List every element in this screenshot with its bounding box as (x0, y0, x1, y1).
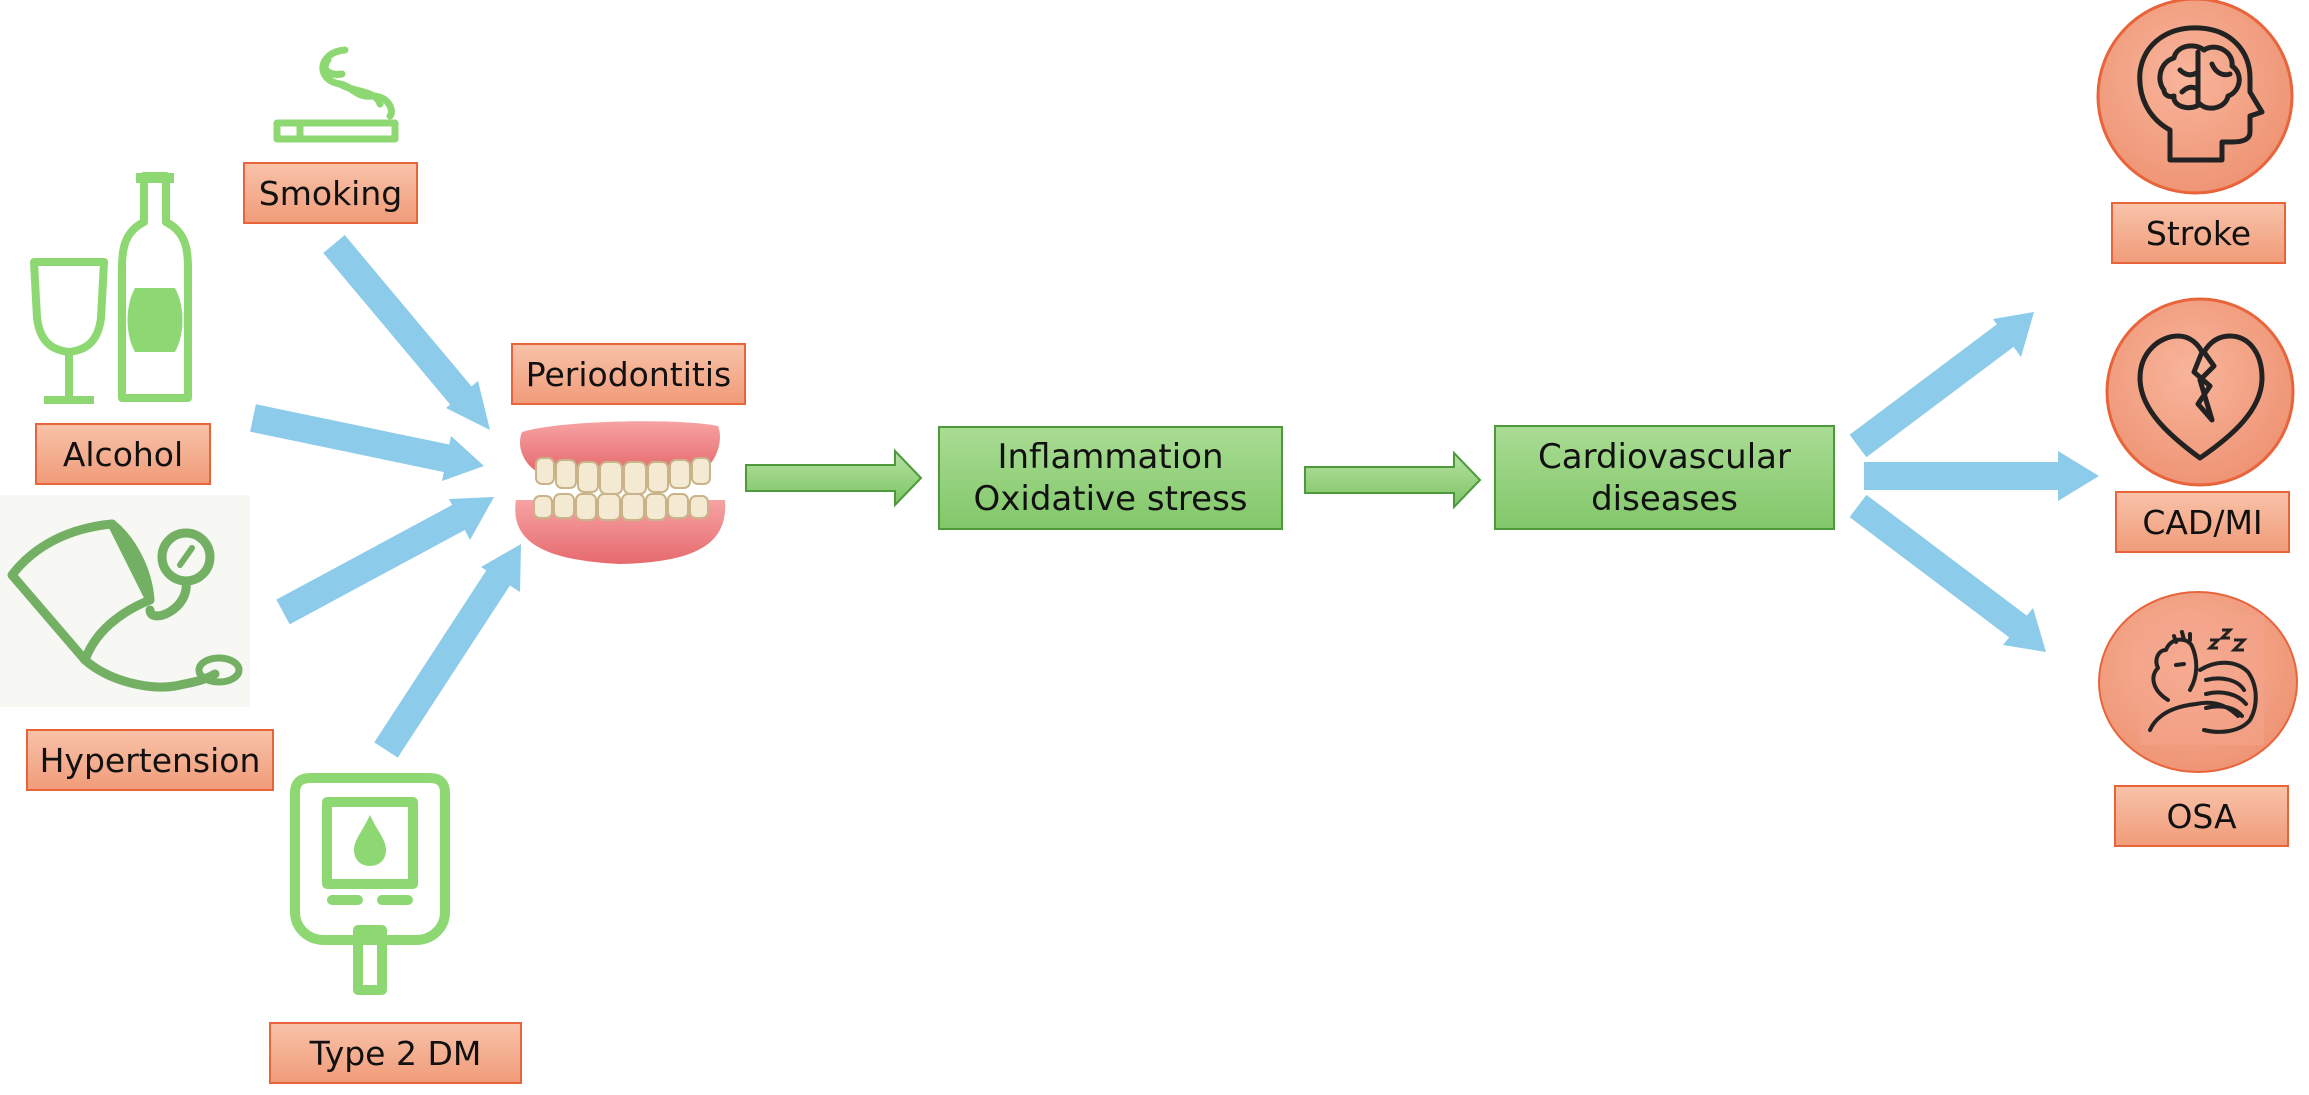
blood-pressure-cuff-icon (7, 519, 243, 692)
brain-head-icon (2137, 25, 2265, 163)
arrow-smoking-to-periodontitis (323, 235, 490, 430)
label-smoking: Smoking (243, 162, 418, 224)
osa-circle (2098, 591, 2298, 773)
inflammation-box: Inflammation Oxidative stress (938, 426, 1283, 530)
arrow-to-osa (1849, 494, 2046, 652)
arrow-diabetes-to-periodontitis (374, 544, 521, 758)
glucometer-icon (290, 773, 450, 995)
flow-arrow-1 (745, 448, 923, 508)
osa-icon-background (2140, 615, 2264, 745)
cardiovascular-line2: diseases (1591, 478, 1738, 519)
arrow-to-cad (1864, 451, 2099, 501)
snore-z-icon (2206, 628, 2248, 652)
arrow-hypertension-to-periodontitis (276, 497, 494, 625)
label-stroke: Stroke (2111, 202, 2286, 264)
arrow-to-stroke (1849, 312, 2034, 458)
label-type2dm: Type 2 DM (269, 1022, 522, 1084)
broken-heart-icon (2137, 333, 2265, 461)
outcome-arrows (1849, 312, 2099, 652)
cardiovascular-box: Cardiovascular diseases (1494, 425, 1835, 530)
wine-bottle-icon (30, 172, 192, 404)
label-osa: OSA (2114, 785, 2289, 847)
cad-circle (2105, 297, 2295, 487)
cigarette-icon (273, 46, 399, 143)
flow-arrow-2 (1304, 450, 1482, 510)
stroke-circle (2096, 0, 2294, 195)
label-cad-mi: CAD/MI (2115, 491, 2290, 553)
risk-arrows (250, 235, 521, 758)
inflammation-line2: Oxidative stress (973, 479, 1248, 519)
arrow-alcohol-to-periodontitis (250, 404, 484, 481)
label-alcohol: Alcohol (35, 423, 211, 485)
dentures-icon (515, 421, 726, 564)
label-periodontitis: Periodontitis (511, 343, 746, 405)
cardiovascular-line1: Cardiovascular (1538, 436, 1791, 477)
inflammation-line1: Inflammation (997, 437, 1224, 477)
label-hypertension: Hypertension (26, 729, 274, 791)
sleeping-person-icon (2148, 630, 2258, 734)
